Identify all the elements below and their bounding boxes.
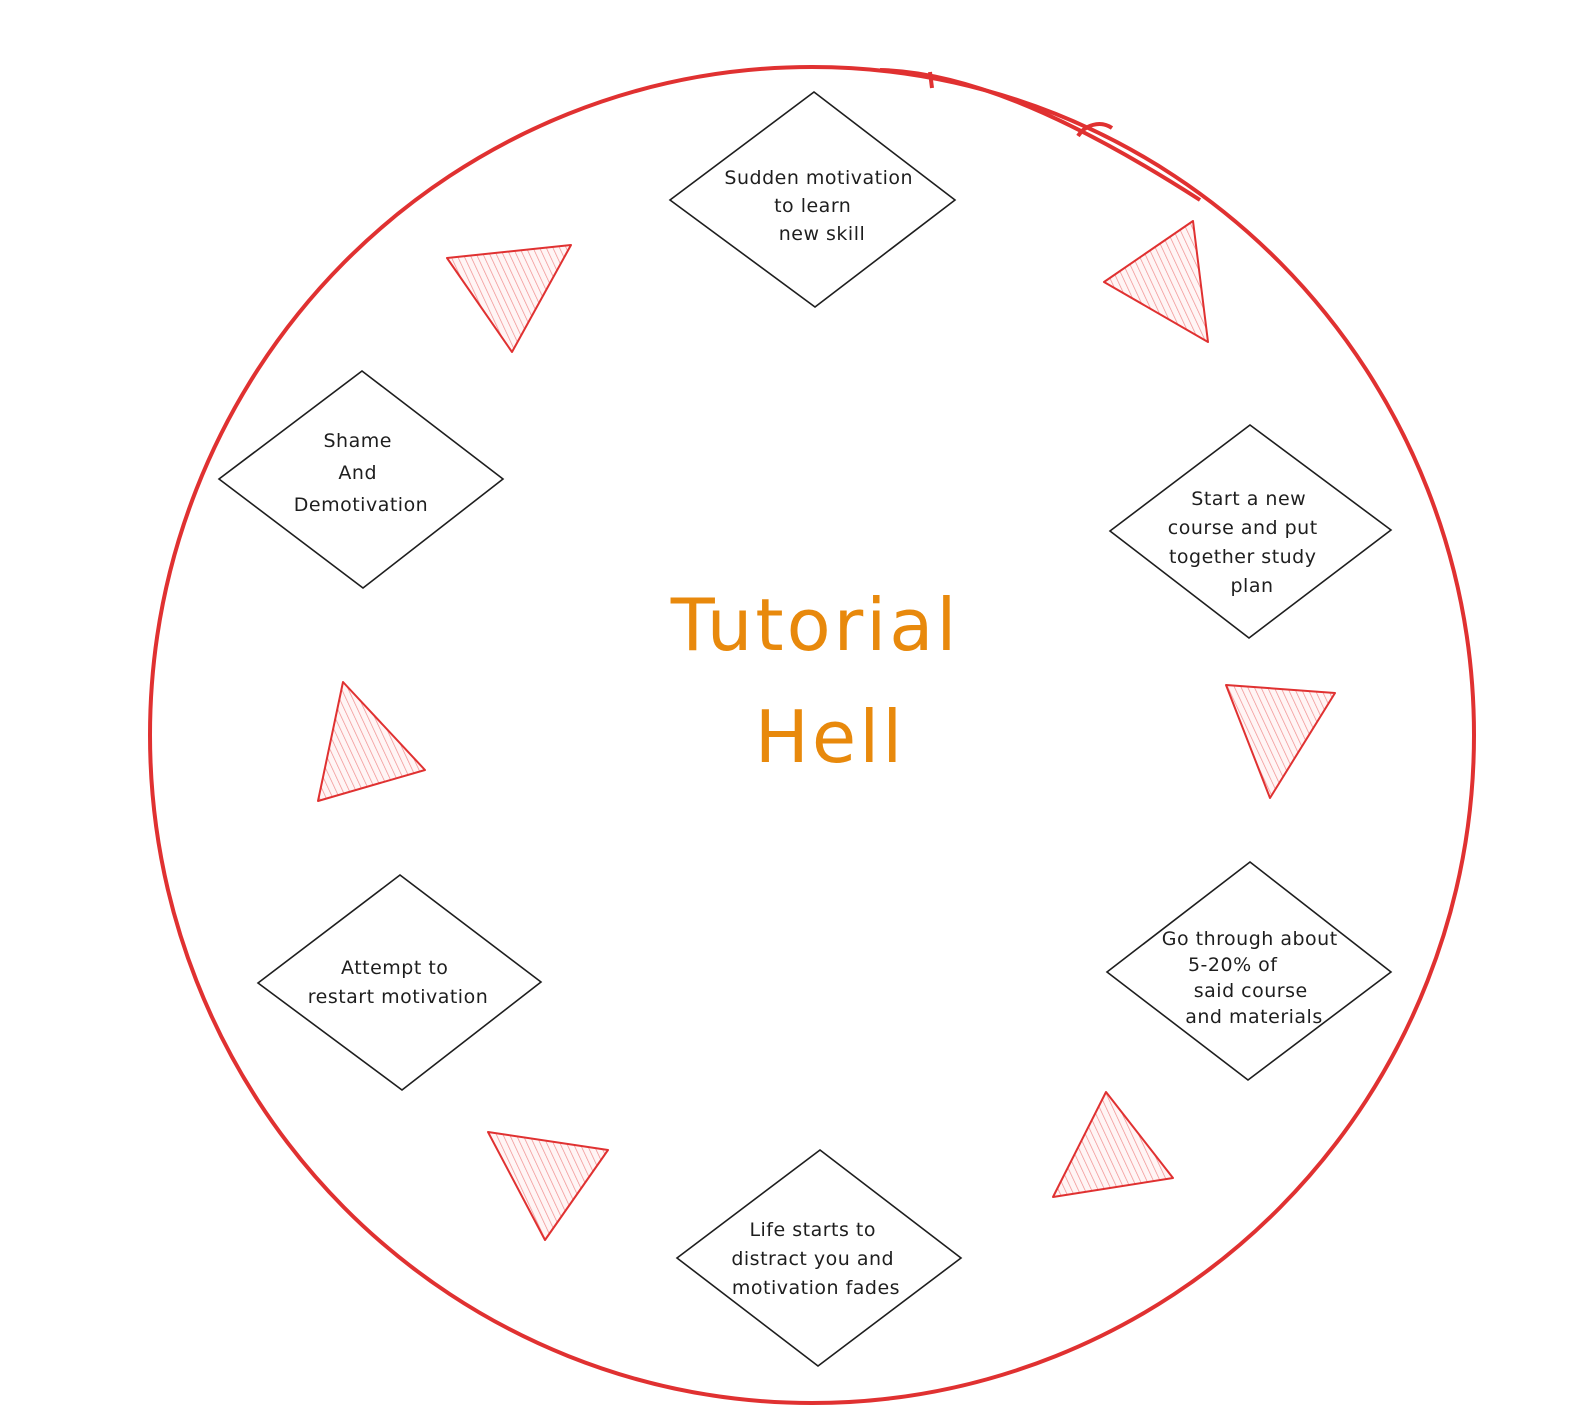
node-attempt-restart: Attempt to restart motivation [256, 873, 543, 1092]
node-label-line: together study [1169, 546, 1317, 568]
diagram-title: Tutorial Hell [670, 583, 986, 779]
arrow-triangle [1052, 1091, 1174, 1198]
diamond-shape [668, 90, 957, 309]
node-sudden-motivation: Sudden motivation to learn new skill [668, 90, 957, 309]
cycle-ring [148, 65, 1476, 1405]
node-label-line: said course [1194, 980, 1308, 1002]
node-label: Start a new course and put together stud… [1168, 488, 1324, 597]
node-label-line: 5-20% of [1188, 954, 1278, 976]
node-label-line: motivation fades [732, 1277, 900, 1299]
node-label-line: restart motivation [308, 986, 489, 1008]
node-start-new-course: Start a new course and put together stud… [1108, 423, 1393, 640]
diamond-shape [256, 873, 543, 1092]
title-line-1: Tutorial [670, 583, 960, 667]
node-label-line: Shame [324, 430, 392, 452]
node-label: Life starts to distract you and motivati… [731, 1219, 900, 1299]
arrow-triangle [1225, 684, 1336, 799]
cycle-ring-overlap [879, 68, 1202, 202]
node-label-line: Demotivation [294, 494, 428, 516]
node-label: Shame And Demotivation [294, 430, 428, 516]
node-label-line: new skill [779, 223, 866, 245]
arrow-triangle [487, 1131, 609, 1241]
node-label-line: Go through about [1162, 928, 1338, 950]
node-label-line: And [338, 462, 377, 484]
node-label-line: Start a new [1191, 488, 1306, 510]
node-label-line: course and put [1168, 517, 1318, 539]
diamond-shape [1105, 860, 1393, 1082]
cycle-ring-tick [928, 71, 1114, 138]
node-label-line: distract you and [731, 1248, 894, 1270]
arrow-triangle [1103, 220, 1209, 343]
diamond-shape [675, 1148, 963, 1368]
node-go-through-course: Go through about 5-20% of said course an… [1105, 860, 1393, 1082]
node-label: Sudden motivation to learn new skill [724, 167, 919, 245]
node-label-line: Life starts to [749, 1219, 876, 1241]
diamond-shape [217, 369, 505, 590]
node-label-line: Attempt to [341, 957, 448, 979]
node-label-line: to learn [774, 195, 851, 217]
arrow-triangle [446, 244, 572, 353]
arrow-triangle [317, 681, 426, 802]
node-life-distracts: Life starts to distract you and motivati… [675, 1148, 963, 1368]
node-label-line: and materials [1185, 1006, 1323, 1028]
node-label: Attempt to restart motivation [308, 957, 489, 1008]
diamond-shape [1108, 423, 1393, 640]
node-shame-demotivation: Shame And Demotivation [217, 369, 505, 590]
title-line-2: Hell [755, 695, 905, 779]
node-label-line: Sudden motivation [724, 167, 913, 189]
node-label-line: plan [1230, 575, 1273, 597]
node-label: Go through about 5-20% of said course an… [1162, 928, 1344, 1028]
